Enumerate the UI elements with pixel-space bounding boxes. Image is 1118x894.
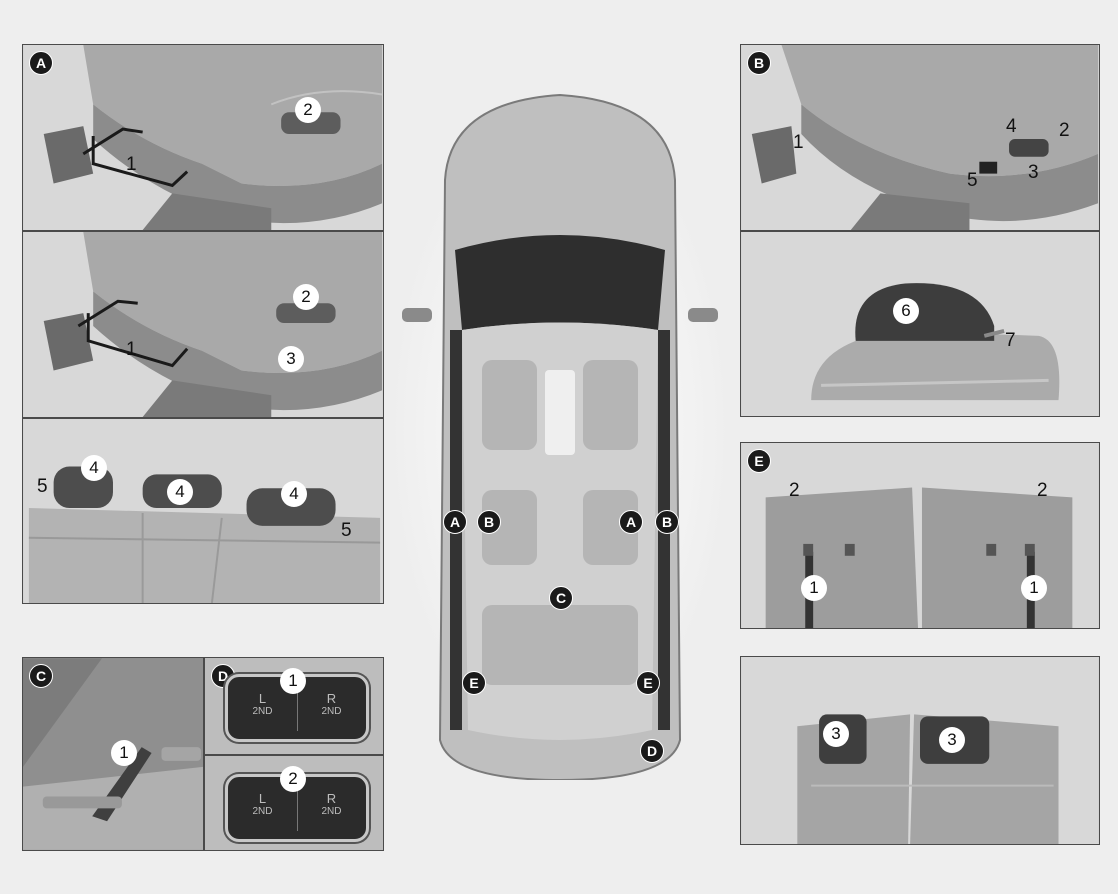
callout-4: 4: [167, 479, 193, 505]
seat-icon: L: [258, 691, 267, 706]
callout-3: 3: [939, 727, 965, 753]
callout-1: 1: [1021, 575, 1047, 601]
callout-5: 5: [37, 476, 48, 497]
car-marker-b-right: B: [655, 510, 679, 534]
panel-a-bottom: 4 4 4 5 5: [22, 418, 384, 604]
callout-2: 2: [1037, 480, 1048, 501]
panel-e-top: E 1 1 2 2: [740, 442, 1100, 629]
seat-icon: R: [326, 791, 337, 806]
car-marker-a-left: A: [443, 510, 467, 534]
callout-2: 2: [789, 480, 800, 501]
panel-b-tag: B: [747, 51, 771, 75]
seatback-rear-illustration: [741, 443, 1099, 628]
callout-1: 1: [801, 575, 827, 601]
callout-4: 4: [1006, 116, 1017, 137]
callout-5: 5: [341, 520, 352, 541]
switch-label: 2ND: [321, 706, 342, 717]
panel-b-bottom: 6 7: [740, 231, 1100, 417]
seat-cushion-illustration: [23, 45, 383, 230]
callout-6: 6: [893, 298, 919, 324]
switch-label: 2ND: [252, 806, 273, 817]
panel-a-top: A 1 2: [22, 44, 384, 231]
callout-5: 5: [967, 170, 978, 191]
callout-7: 7: [1005, 330, 1016, 351]
headrest-illustration: [741, 232, 1099, 416]
third-row-headrests-illustration: [741, 657, 1099, 844]
seat-icon: L: [258, 791, 267, 806]
switch-label: 2ND: [252, 706, 273, 717]
car-marker-d: D: [640, 739, 664, 763]
callout-1: 1: [126, 339, 137, 360]
car-marker-c: C: [549, 586, 573, 610]
callout-2: 2: [1059, 120, 1070, 141]
car-marker-e-left: E: [462, 671, 486, 695]
car-marker-a-right: A: [619, 510, 643, 534]
car-marker-e-right: E: [636, 671, 660, 695]
callout-3: 3: [823, 721, 849, 747]
rear-headrests-illustration: [23, 419, 383, 603]
panel-b-top: B 1 2 3 4 5: [740, 44, 1100, 231]
callout-1: 1: [793, 132, 804, 153]
callout-2: 2: [293, 284, 319, 310]
panel-a-tag: A: [29, 51, 53, 75]
callout-2: 2: [295, 97, 321, 123]
callout-3: 3: [278, 346, 304, 372]
callout-4: 4: [81, 455, 107, 481]
seat-icon: R: [326, 691, 337, 706]
panel-e-bottom: 3 3: [740, 656, 1100, 845]
callout-1: 1: [280, 668, 306, 694]
callout-4: 4: [281, 481, 307, 507]
callout-1: 1: [111, 740, 137, 766]
seat-side-controls-illustration: [741, 45, 1099, 230]
panel-c-tag: C: [29, 664, 53, 688]
panel-a-middle: 1 2 3: [22, 231, 384, 418]
panel-c: C 1: [22, 657, 204, 851]
switch-label: 2ND: [321, 806, 342, 817]
callout-2: 2: [280, 766, 306, 792]
callout-3: 3: [1028, 162, 1039, 183]
car-marker-b-left: B: [477, 510, 501, 534]
callout-1: 1: [126, 154, 137, 175]
vehicle-top-view: [390, 93, 730, 780]
panel-e-tag: E: [747, 449, 771, 473]
seat-cushion-illustration: [23, 232, 383, 417]
